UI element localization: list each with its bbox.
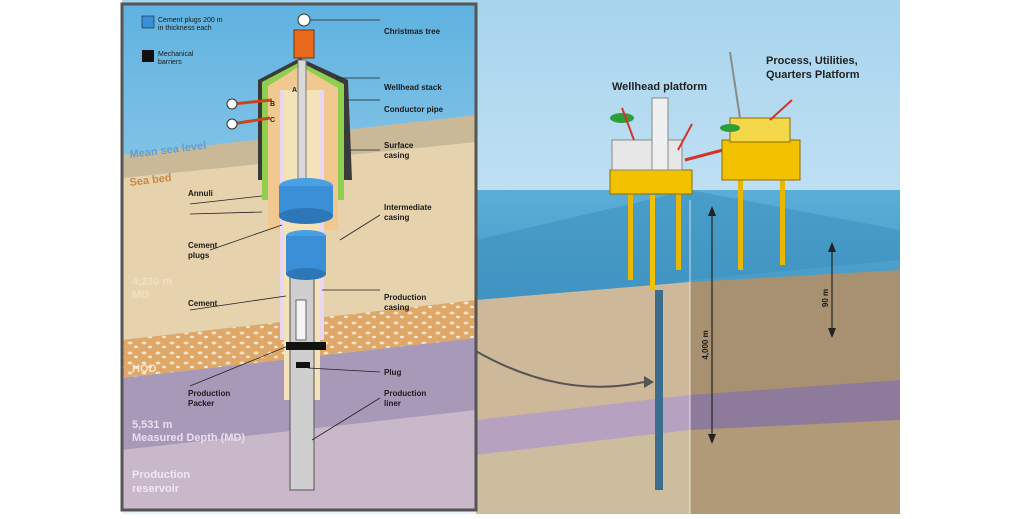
background-scene <box>122 0 900 514</box>
plug-label: Plug <box>384 368 401 377</box>
production-liner-label-line2: liner <box>384 399 401 408</box>
well-cross-section-inset: Mean sea level Sea bed 4,230 m MD HOD 5,… <box>120 2 478 512</box>
process-platform-illustration <box>720 51 801 270</box>
hod-label: HOD <box>132 363 157 375</box>
wellhead-platform-label: Wellhead platform <box>612 81 707 93</box>
connector-arrow <box>473 349 645 388</box>
legend-cement-line2: in thickness each <box>158 25 212 32</box>
production-reservoir-label-line2: reservoir <box>132 483 180 495</box>
conductor-pipe-label: Conductor pipe <box>384 105 444 114</box>
intermediate-casing-label-line1: Intermediate <box>384 203 432 212</box>
process-platform-label-line2: Quarters Platform <box>766 69 860 81</box>
legend-cement-swatch <box>141 15 155 29</box>
annulus-c-label: C <box>270 117 275 124</box>
depth-4000-label: 4,000 m <box>701 330 710 359</box>
depth-90-label: 90 m <box>821 289 830 307</box>
measured-depth-label-line2: Measured Depth (MD) <box>132 432 245 444</box>
surface-casing-label-line2: casing <box>384 151 409 160</box>
surface-casing-label-line1: Surface <box>384 141 414 150</box>
legend-barrier-line1: Mechanical <box>158 51 194 58</box>
production-casing-label-line2: casing <box>384 303 409 312</box>
dimension-4000m: 4,000 m <box>701 206 716 444</box>
production-reservoir-label-line1: Production <box>132 469 190 481</box>
well-schematic <box>226 13 352 491</box>
md-4230-label-line1: 4,230 m <box>132 276 173 288</box>
dimension-90m: 90 m <box>821 242 836 338</box>
cement-plugs-label-line1: Cement <box>188 241 218 250</box>
measured-depth-label-line1: 5,531 m <box>132 419 173 431</box>
connector-arrowhead <box>644 376 654 388</box>
production-liner-label-line1: Production <box>384 389 426 398</box>
cement-plugs-label-line2: plugs <box>188 251 210 260</box>
leader-lines <box>189 19 381 441</box>
production-packer-label-line1: Production <box>188 389 230 398</box>
md-4230-label-line2: MD <box>132 289 149 301</box>
wellhead-stack-label: Wellhead stack <box>384 83 442 92</box>
annulus-a-label: A <box>292 87 297 94</box>
christmas-tree-label: Christmas tree <box>384 27 441 36</box>
intermediate-casing-label-line2: casing <box>384 213 409 222</box>
annulus-b-label: B <box>270 101 275 108</box>
wellhead-platform-illustration <box>609 97 693 490</box>
process-platform-label-line1: Process, Utilities, <box>766 55 858 67</box>
production-casing-label-line1: Production <box>384 293 426 302</box>
legend-barrier-swatch <box>142 50 154 62</box>
cement-label: Cement <box>188 299 218 308</box>
sea-bed-label: Sea bed <box>129 172 172 189</box>
legend-cement-line1: Cement plugs 200 m <box>158 17 223 24</box>
production-packer-label-line2: Packer <box>188 399 214 408</box>
annuli-label: Annuli <box>188 189 213 198</box>
legend-barrier-line2: barriers <box>158 59 182 66</box>
